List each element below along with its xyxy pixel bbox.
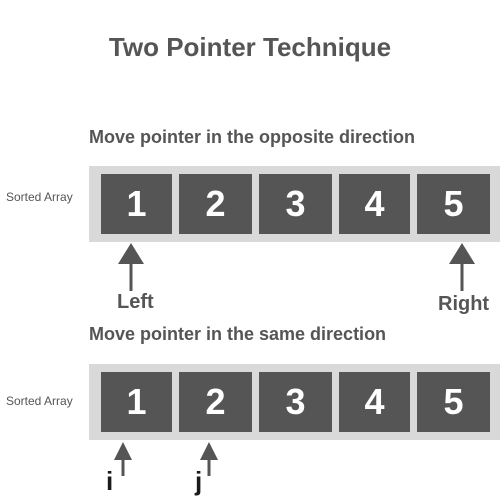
i-pointer-arrow-icon: [114, 442, 132, 476]
array-cell: 1: [101, 372, 172, 432]
array-cell: 2: [179, 174, 252, 234]
page-title: Two Pointer Technique: [108, 32, 392, 62]
sorted-array-opposite: 1 2 3 4 5: [89, 166, 500, 242]
same-direction-heading: Move pointer in the same direction: [89, 324, 387, 344]
j-pointer-label: j: [195, 466, 203, 496]
i-pointer-label: i: [106, 466, 114, 496]
sorted-array-label: Sorted Array: [6, 190, 73, 204]
array-cell: 4: [339, 174, 410, 234]
right-pointer-arrow-icon: [449, 243, 475, 291]
array-cell: 2: [179, 372, 252, 432]
array-cell: 4: [339, 372, 410, 432]
array-cell: 1: [101, 174, 172, 234]
j-pointer-arrow-icon: [200, 442, 218, 476]
array-cell: 5: [417, 174, 490, 234]
sorted-array-label: Sorted Array: [6, 394, 73, 408]
sorted-array-same: 1 2 3 4 5: [89, 364, 500, 440]
array-cell: 3: [259, 372, 332, 432]
array-cell: 5: [417, 372, 490, 432]
left-pointer-arrow-icon: [118, 243, 144, 291]
left-pointer-label: Left: [117, 291, 154, 313]
right-pointer-label: Right: [438, 293, 490, 315]
array-cell: 3: [259, 174, 332, 234]
opposite-direction-heading: Move pointer in the opposite direction: [89, 127, 416, 147]
